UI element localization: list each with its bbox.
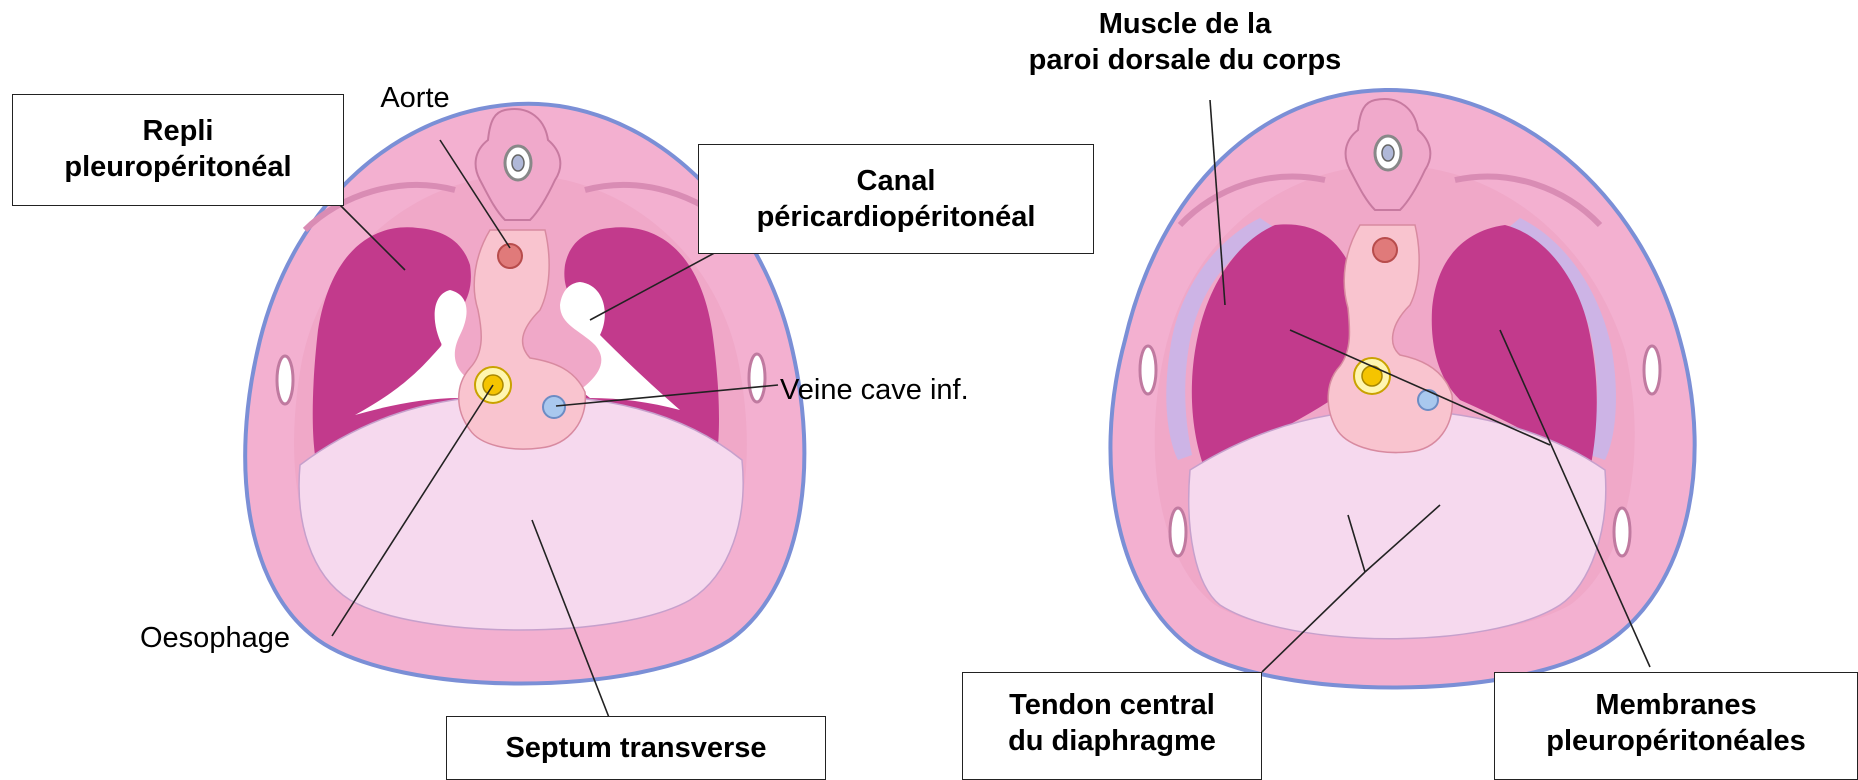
label-membranes-line1: Membranes [1495,687,1857,723]
label-septum-text: Septum transverse [447,730,825,766]
left-wall-rib-2 [749,354,765,402]
label-muscle-line1: Muscle de la [960,6,1410,42]
left-wall-rib-1 [277,356,293,404]
label-membranes-pleuroperitoneales: Membranes pleuropéritonéales [1494,672,1858,780]
label-septum-transverse: Septum transverse [446,716,826,780]
label-tendon-line1: Tendon central [963,687,1261,723]
left-spinal-cord-center [512,155,524,171]
label-tendon-line2: du diaphragme [963,723,1261,759]
label-canal-line2: péricardiopéritonéal [699,199,1093,235]
right-aorta [1373,238,1397,262]
right-spinal-cord-center [1382,145,1394,161]
label-repli-line2: pleuropéritonéal [13,149,343,185]
label-repli-pleuroperitoneal: Repli pleuropéritonéal [12,94,344,206]
right-vena-cava [1418,390,1438,410]
label-repli-line1: Repli [13,113,343,149]
label-veine-cave: Veine cave inf. [780,372,1030,408]
label-muscle-paroi: Muscle de la paroi dorsale du corps [960,6,1410,78]
label-membranes-line2: pleuropéritonéales [1495,723,1857,759]
right-wall-rib-4 [1614,508,1630,556]
label-canal-pericardioperitoneal: Canal péricardiopéritonéal [698,144,1094,254]
right-cross-section [1110,90,1694,688]
label-muscle-line2: paroi dorsale du corps [960,42,1410,78]
left-vena-cava [543,396,565,418]
label-tendon-central: Tendon central du diaphragme [962,672,1262,780]
right-wall-rib-3 [1170,508,1186,556]
right-wall-rib-2 [1644,346,1660,394]
right-wall-rib-1 [1140,346,1156,394]
label-canal-line1: Canal [699,163,1093,199]
label-aorte: Aorte [360,80,470,116]
label-oesophage: Oesophage [140,620,340,656]
